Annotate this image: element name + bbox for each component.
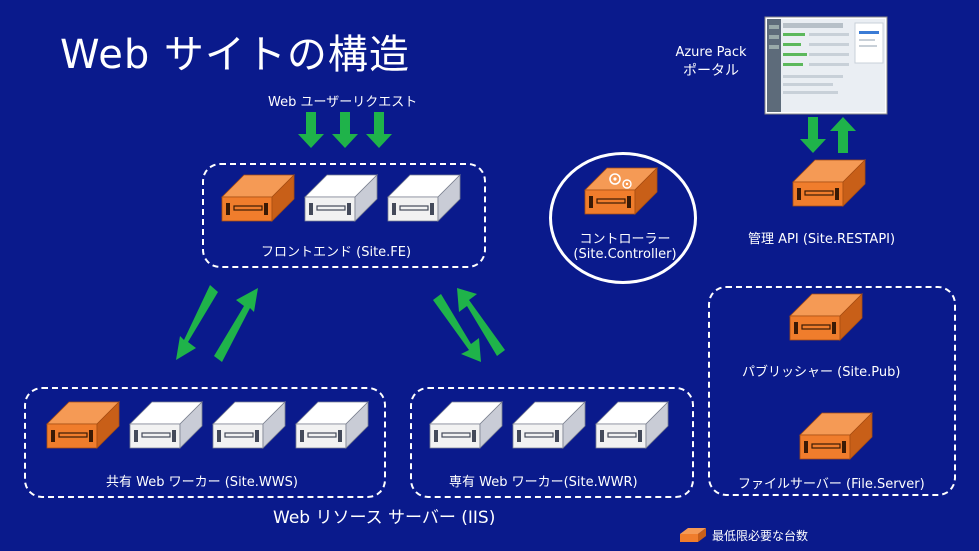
management-api-server [792, 159, 866, 207]
shared-worker-server-orange [46, 401, 120, 449]
resource-server-label: Web リソース サーバー (IIS) [273, 508, 496, 528]
dedicated-worker-server-white [512, 401, 586, 449]
legend: 最低限必要な台数 [678, 526, 858, 546]
portal-screenshot [764, 16, 888, 115]
publisher-label: パブリッシャー (Site.Pub) [742, 365, 901, 380]
publisher-fileserver-group [708, 286, 956, 496]
arrow-down-icon [366, 112, 392, 148]
legend-label: 最低限必要な台数 [712, 529, 809, 543]
controller-label-line1: コントローラー [579, 232, 671, 247]
dedicated-worker-label: 専有 Web ワーカー(Site.WWR) [449, 475, 638, 490]
gear-icon [609, 173, 632, 189]
frontend-group [202, 163, 486, 268]
arrow-up-icon [830, 117, 856, 153]
azure-pack-label-line2: ポータル [683, 63, 739, 79]
controller-server [584, 167, 658, 215]
orange-server-legend-icon [680, 528, 706, 534]
shared-worker-group [24, 387, 386, 498]
arrow-down-icon [332, 112, 358, 148]
fe-dedicated-arrows [425, 280, 525, 370]
dedicated-worker-server-white [595, 401, 669, 449]
file-server-server [799, 412, 873, 460]
controller-label-line2: (Site.Controller) [573, 247, 677, 262]
frontend-server-white [304, 174, 378, 222]
controller-ring [549, 152, 697, 284]
web-user-request-label: Web ユーザーリクエスト [268, 95, 418, 110]
shared-worker-label: 共有 Web ワーカー (Site.WWS) [106, 475, 298, 490]
management-api-label: 管理 API (Site.RESTAPI) [748, 232, 896, 247]
azure-pack-label-line1: Azure Pack [675, 45, 747, 60]
arrow-down-left-icon [176, 285, 218, 360]
portal-api-arrows [798, 117, 858, 155]
fe-shared-arrows [170, 280, 270, 370]
shared-worker-server-white [295, 401, 369, 449]
arrow-down-right-icon [433, 294, 481, 362]
user-request-arrows [298, 112, 400, 150]
arrow-down-icon [800, 117, 826, 153]
dedicated-worker-group [410, 387, 694, 498]
page-title: Web サイトの構造 [60, 32, 410, 78]
frontend-label: フロントエンド (Site.FE) [261, 245, 412, 260]
arrow-down-icon [298, 112, 324, 148]
frontend-server-white [387, 174, 461, 222]
dedicated-worker-server-white [429, 401, 503, 449]
controller-label: コントローラー (Site.Controller) [570, 228, 680, 262]
arrow-up-right-icon [214, 288, 258, 362]
arrow-up-left-icon [457, 288, 505, 356]
shared-worker-server-white [212, 401, 286, 449]
file-server-label: ファイルサーバー (File.Server) [738, 477, 925, 492]
shared-worker-server-white [129, 401, 203, 449]
frontend-server-orange [221, 174, 295, 222]
publisher-server [789, 293, 863, 341]
azure-pack-label: Azure Pack ポータル [673, 45, 749, 80]
